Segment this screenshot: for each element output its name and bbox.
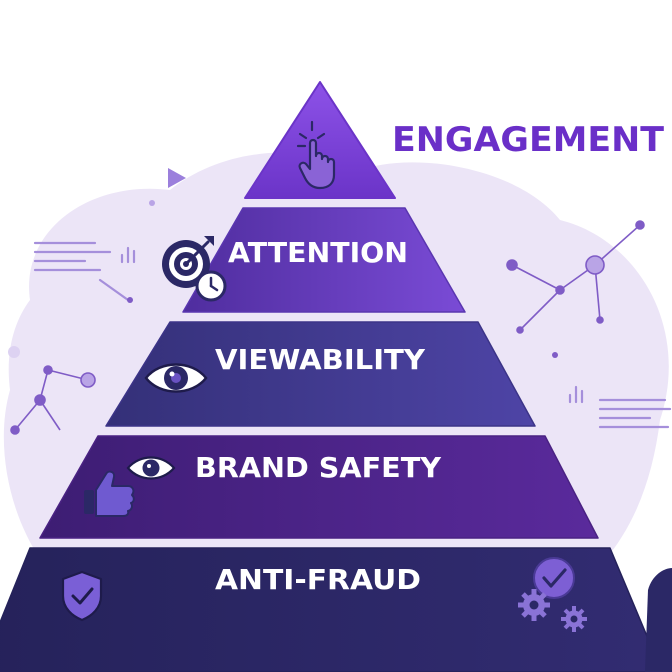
gear-check-icon [518, 557, 587, 632]
dot-decoration [149, 200, 155, 206]
tier-label-brand-safety: BRAND SAFETY [195, 451, 442, 484]
pointer-click-icon [296, 120, 336, 190]
network-decoration-left [8, 346, 96, 435]
tier-label-attention: ATTENTION [228, 236, 408, 269]
tier-label-viewability: VIEWABILITY [215, 343, 426, 376]
text-lines-decoration-left [33, 241, 136, 303]
decorative-figure-edge [645, 568, 672, 672]
tier-label-anti-fraud: ANTI-FRAUD [215, 563, 421, 596]
tier-brand-safety: BRAND SAFETY [39, 435, 599, 539]
engagement-label: ENGAGEMENT [392, 120, 665, 160]
pyramid-apex [244, 81, 396, 199]
tier-viewability: VIEWABILITY [105, 321, 536, 427]
eye-thumbs-up-icon [84, 456, 176, 517]
eye-icon [144, 363, 208, 393]
play-triangle-decoration [168, 168, 186, 188]
tier-attention: ATTENTION [162, 207, 466, 313]
tier-anti-fraud: ANTI-FRAUD [0, 547, 663, 672]
target-clock-icon [162, 236, 227, 302]
shield-check-icon [61, 570, 103, 622]
text-lines-decoration-right [568, 385, 672, 429]
network-decoration-right [506, 220, 645, 358]
